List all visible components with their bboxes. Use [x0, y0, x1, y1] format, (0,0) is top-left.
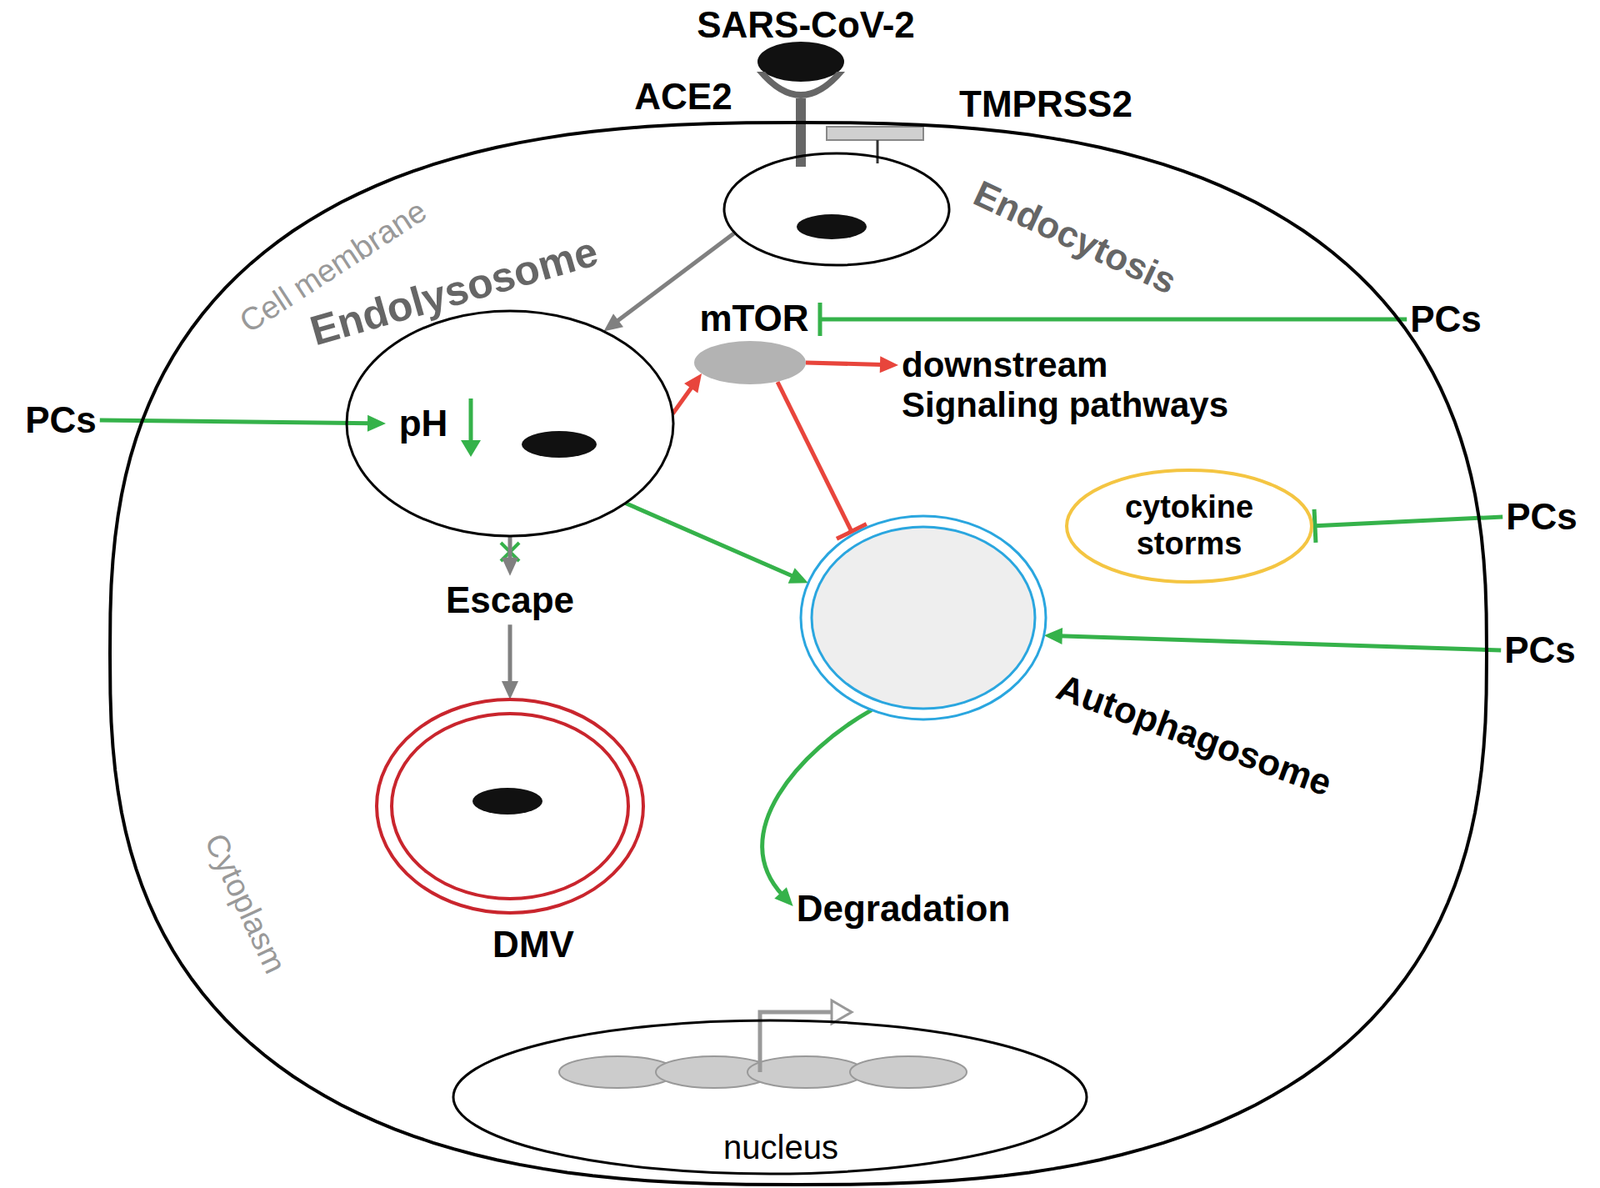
dmv-circle: DMV [376, 699, 644, 913]
node-label: PCs [1504, 629, 1576, 672]
outline-ellipse [1066, 470, 1312, 582]
transcription-arrowhead [831, 1000, 852, 1024]
virus-particle [472, 787, 543, 815]
drug-label: PCs [1406, 295, 1485, 345]
ace2-receptor [756, 71, 845, 99]
virus-particle [757, 41, 845, 82]
part-label: SARS-CoV-2 [696, 4, 915, 47]
endocytosis-vesicle: Endocytosis [724, 153, 950, 265]
endolysosome-circle [346, 310, 674, 536]
virus-particle [796, 214, 867, 240]
connector [762, 710, 872, 907]
dmv-circle [376, 699, 644, 913]
chromatin [850, 1055, 967, 1088]
autophagosome-circle [800, 515, 1046, 720]
part-label: TMPRSS2 [959, 83, 1133, 126]
connector-line [762, 710, 872, 895]
node-label: mTOR [699, 297, 809, 340]
node-label: PCs [25, 399, 97, 442]
outline-ellipse [724, 153, 950, 265]
outline-ellipse [694, 340, 806, 385]
drug-label: PCs [21, 395, 100, 445]
node-label: PCs [1505, 495, 1578, 539]
connector [820, 302, 1407, 336]
arrowhead [684, 373, 702, 394]
node-label: cytokine storms [1105, 489, 1273, 562]
connector-line [1059, 635, 1501, 650]
endolysosome-circle: EndolysosomepH [346, 310, 674, 536]
pathway-text: downstream Signaling pathways [898, 341, 1255, 430]
virus-particle [521, 430, 597, 458]
connector-line [507, 624, 512, 685]
escape-text: Escape [442, 575, 578, 625]
chromatin [747, 1055, 865, 1088]
nucleus-ellipse: nucleus [453, 1020, 1087, 1174]
endocytosis-vesicle [724, 153, 950, 265]
outline-ellipse [811, 526, 1035, 709]
connector [805, 355, 899, 373]
node-label: pH [399, 402, 449, 445]
node-label: nucleus [723, 1127, 839, 1166]
outline-ellipse [391, 713, 629, 899]
connector-line [805, 362, 884, 365]
connector [1314, 509, 1503, 543]
outline-ellipse [346, 310, 674, 536]
cell-membrane-outline [110, 122, 1487, 1185]
node-label: Cytoplasm [196, 827, 293, 979]
connector [625, 502, 809, 583]
connector-line [672, 385, 693, 414]
mtor-node: mTOR [687, 298, 817, 388]
ph-arrowhead [460, 440, 481, 457]
outline-ellipse [800, 515, 1046, 720]
connector [1044, 627, 1501, 650]
part-label: ACE2 [634, 75, 732, 119]
outline-ellipse [376, 699, 644, 913]
node-label: Escape [445, 579, 575, 622]
node-label: PCs [1410, 298, 1482, 341]
node-label: downstream Signaling pathways [901, 345, 1252, 426]
cell-outline: Cell membraneCytoplasmEndocytosisEndolys… [110, 122, 1487, 1185]
connector-line [1315, 516, 1503, 526]
node-label: Degradation [796, 887, 1011, 930]
autophagosome-circle: Autophagosome [800, 515, 1046, 720]
connector [672, 373, 702, 414]
connector-line [820, 317, 1407, 322]
connector-line [507, 535, 512, 561]
node-label: Autophagosome [1050, 665, 1337, 805]
drug-label: PCs [1502, 492, 1581, 542]
connector [777, 381, 867, 539]
connector-line [777, 381, 852, 531]
connector [501, 535, 519, 576]
ph-down-arrow [469, 398, 474, 442]
outline-ellipse [453, 1020, 1087, 1174]
node-label: Endocytosis [967, 172, 1183, 303]
degradation-text: Degradation [793, 884, 1015, 934]
tmprss2-stem [876, 140, 880, 164]
connector-line [625, 502, 795, 577]
drug-label: PCs [1500, 625, 1580, 675]
connector [501, 624, 519, 700]
cytokine-ellipse: cytokine storms [1066, 470, 1312, 582]
tmprss2-protease [826, 126, 924, 140]
node-label: DMV [492, 923, 575, 966]
